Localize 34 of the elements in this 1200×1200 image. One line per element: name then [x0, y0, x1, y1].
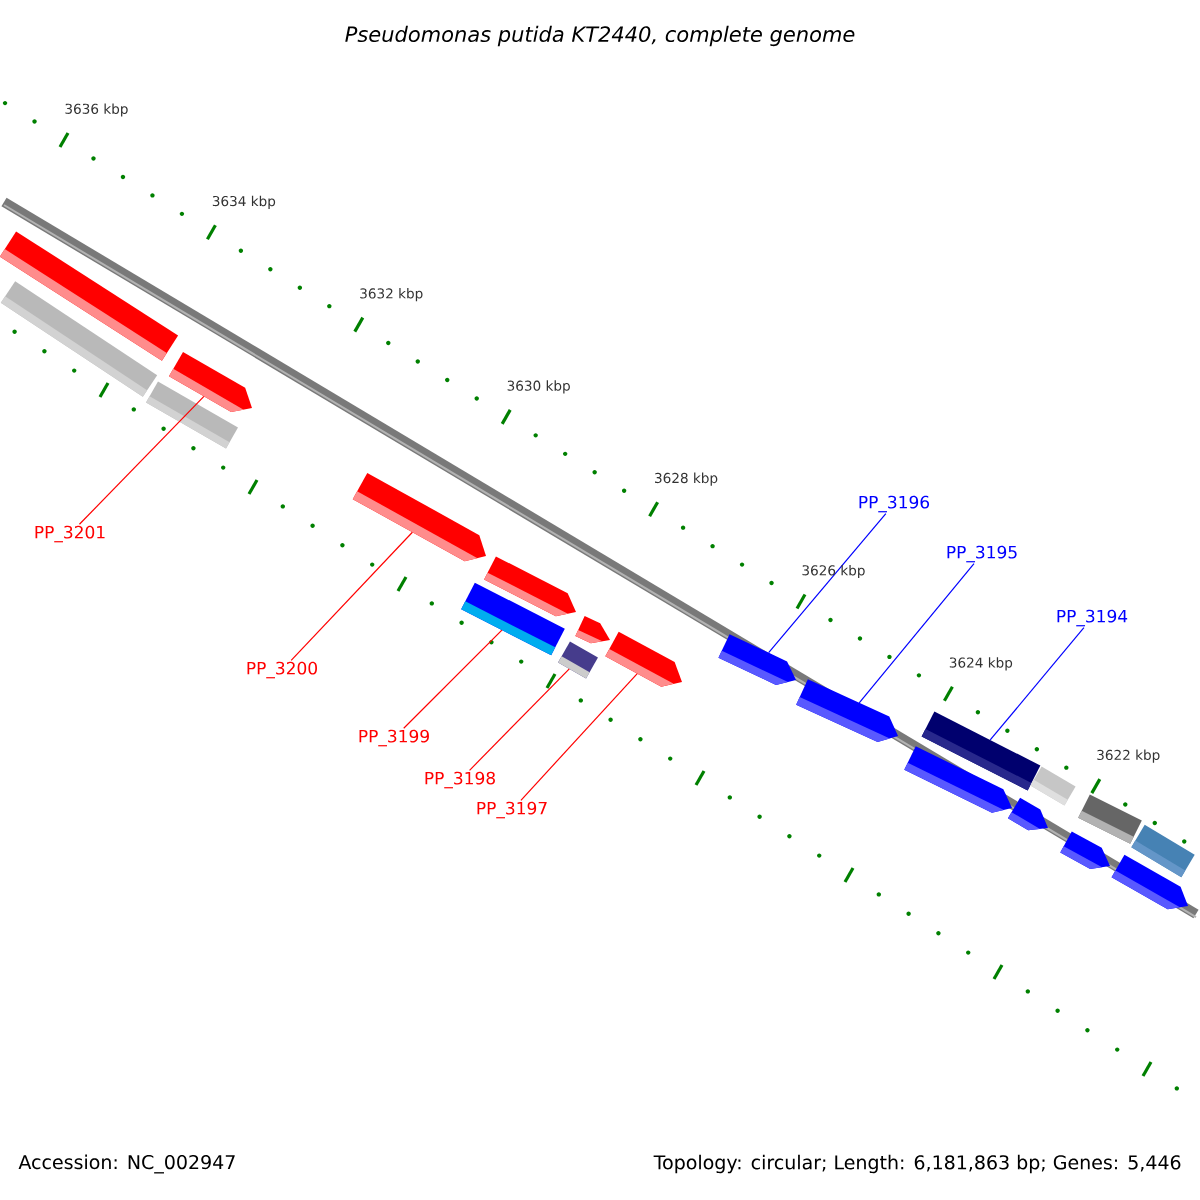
- gene-bar: [352, 472, 486, 562]
- leader-line: [403, 629, 503, 729]
- leader-line: [290, 531, 413, 661]
- gene-label: PP_3197: [477, 801, 547, 819]
- gene-bar: [1030, 766, 1076, 806]
- gene-bar: [1078, 794, 1142, 844]
- leader-line: [858, 563, 975, 704]
- footer-text: Accession: NC_002947: [18, 1154, 235, 1174]
- leader-line: [768, 513, 887, 654]
- gene-bar: [718, 634, 796, 685]
- leader-line: [989, 627, 1085, 741]
- gene-bar: [796, 679, 898, 743]
- gene-bar: [1007, 797, 1048, 831]
- footer-text: Topology: circular; Length: 6,181,863 bp; Genes: 5,446: [653, 1154, 1181, 1174]
- gene-bar: [1060, 831, 1110, 869]
- leader-line: [468, 668, 570, 771]
- gene-label: PP_3198: [425, 771, 495, 789]
- gene-bar: [1131, 824, 1195, 878]
- gene-label: PP_3194: [1057, 609, 1128, 627]
- gene-label: PP_3199: [359, 729, 429, 747]
- gene-bar: [575, 616, 610, 644]
- gene-bar: [0, 281, 158, 397]
- gene-bar: [484, 556, 576, 617]
- gene-label: PP_3196: [859, 495, 930, 513]
- leader-line: [520, 673, 638, 801]
- gene-bar: [169, 351, 252, 413]
- gene-bar: [921, 711, 1041, 791]
- title: Pseudomonas putida KT2440, complete genome: [345, 25, 855, 47]
- gene-label: PP_3195: [947, 545, 1017, 563]
- gene-label: PP_3201: [35, 525, 105, 543]
- leader-line: [78, 395, 205, 525]
- gene-bar: [605, 631, 682, 687]
- gene-bar: [558, 641, 598, 679]
- gene-label: PP_3200: [247, 661, 317, 679]
